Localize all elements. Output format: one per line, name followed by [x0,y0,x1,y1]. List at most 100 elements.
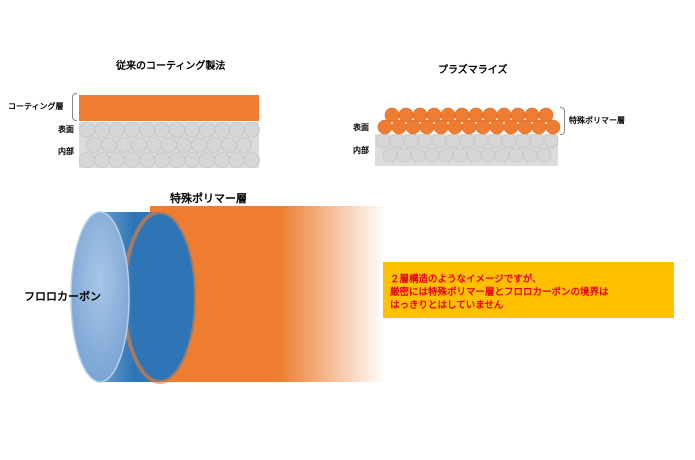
polymer-particle [377,119,393,135]
plasma-surface-label: 表面 [353,123,369,132]
gray-particle [410,147,426,163]
gray-particle [466,147,482,163]
gray-particle [109,122,125,138]
gray-particle [161,137,177,153]
gray-particle [131,137,147,153]
gray-particle [116,137,132,153]
polymer-particle [524,107,540,123]
note-box: ２層構造のようなイメージですが、 厳密には特殊ポリマー層とフロロカーボンの境界は… [383,262,674,318]
gray-particle [199,152,215,168]
gray-particle [487,133,503,149]
gray-particle [515,133,531,149]
gray-particle [494,147,510,163]
polymer-particle [538,107,554,123]
gray-particle [124,122,140,138]
polymer-layer-bracket [560,107,565,135]
gray-particle [154,152,170,168]
gray-particle [459,133,475,149]
gray-particle [154,122,170,138]
gray-particle [184,152,200,168]
gray-particle [109,152,125,168]
polymer-particle [503,119,519,135]
conventional-title: 従来のコーティング製法 [116,61,226,72]
note-line-2: 厳密には特殊ポリマー層とフロロカーボンの境界は [390,287,609,298]
gray-particle [229,152,245,168]
polymer-particle [475,119,491,135]
gray-particle [139,122,155,138]
polymer-particle [405,119,421,135]
note-line-3: はっきりとはしていません [390,300,504,311]
plasma-polymer-label: 特殊ポリマー層 [569,116,625,125]
polymer-particle [517,119,533,135]
cylinder-polymer-label: 特殊ポリマー層 [170,192,247,205]
gray-particle [375,133,391,149]
gray-particle [389,133,405,149]
gray-particle [176,137,192,153]
gray-particle [86,137,102,153]
polymer-particle [482,107,498,123]
gray-particle [431,133,447,149]
gray-particle [199,122,215,138]
gray-particle [191,137,207,153]
gray-particle [424,147,440,163]
gray-particle [438,147,454,163]
gray-particle [508,147,524,163]
gray-particle [214,122,230,138]
gray-particle [396,147,412,163]
gray-particle [79,152,95,168]
gray-particle [244,152,260,168]
gray-particle [473,133,489,149]
coating-layer-bar [79,95,259,121]
fluorocarbon-label: フロロカーボン [24,290,101,303]
gray-particle [417,133,433,149]
polymer-particle [440,107,456,123]
polymer-particle [531,119,547,135]
gray-particle [94,152,110,168]
conventional-interior-label: 内部 [58,147,74,156]
gray-particle [229,122,245,138]
gray-particle [480,147,496,163]
gray-particle [236,137,252,153]
gray-particle [445,133,461,149]
polymer-particle [384,107,400,123]
polymer-particle [419,119,435,135]
gray-particle [146,137,162,153]
polymer-particle [489,119,505,135]
gray-particle [169,122,185,138]
gray-particle [206,137,222,153]
polymer-layer-body [150,206,385,382]
gray-particle [382,147,398,163]
polymer-particle [412,107,428,123]
gray-particle [221,137,237,153]
gray-particle [79,122,95,138]
gray-particle [452,147,468,163]
gray-particle [184,122,200,138]
gray-particle [501,133,517,149]
polymer-particle [461,119,477,135]
gray-particle [94,122,110,138]
gray-particle [214,152,230,168]
gray-particle [529,133,545,149]
gray-particle [543,133,559,149]
polymer-particle [391,119,407,135]
gray-particle [124,152,140,168]
polymer-particle [468,107,484,123]
polymer-particle [426,107,442,123]
plasma-title: プラズマライズ [438,65,508,76]
coating-layer-label: コーティング層 [8,102,64,111]
note-line-1: ２層構造のようなイメージですが、 [390,274,542,285]
gray-particle [536,147,552,163]
gray-particle [169,152,185,168]
gray-particle [101,137,117,153]
polymer-particle [454,107,470,123]
polymer-particle [510,107,526,123]
gray-particle [244,122,260,138]
conventional-surface-label: 表面 [58,125,74,134]
polymer-particle [447,119,463,135]
gray-particle [403,133,419,149]
polymer-particle [398,107,414,123]
gray-particle [139,152,155,168]
